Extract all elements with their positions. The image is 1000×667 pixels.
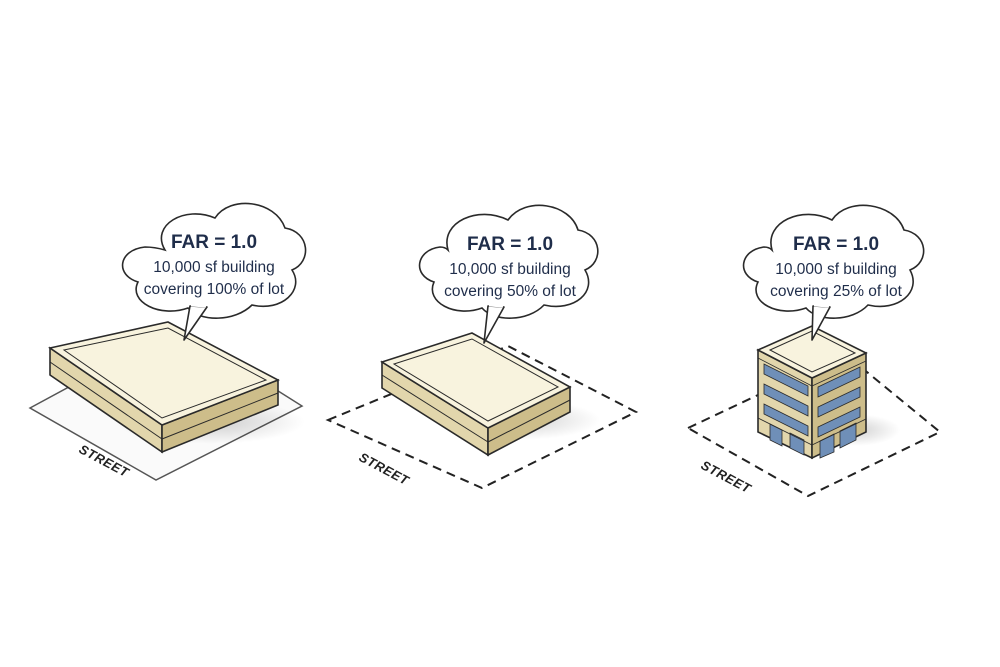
panel-50-percent: STREET FAR = 1.0 10,000 sf building cove… <box>325 204 639 490</box>
office-building <box>756 325 868 460</box>
coverage-text: covering 25% of lot <box>770 283 903 300</box>
building-slab <box>48 321 280 454</box>
bubble-cloud <box>418 204 599 319</box>
building-size-text: 10,000 sf building <box>449 261 571 278</box>
bubble-cloud <box>742 204 925 319</box>
coverage-text: covering 50% of lot <box>444 283 577 300</box>
lot-outline <box>325 344 639 490</box>
building-size-text: 10,000 sf building <box>153 259 275 276</box>
panel-25-percent: STREET FAR = 1.0 10,000 sf building cove… <box>685 204 942 498</box>
panel-100-percent: STREET FAR = 1.0 10,000 sf building cove… <box>28 202 307 481</box>
far-title: FAR = 1.0 <box>467 234 553 255</box>
building-size-text: 10,000 sf building <box>775 261 897 278</box>
coverage-text: covering 100% of lot <box>144 281 285 298</box>
bubble-tail <box>483 305 505 344</box>
right-windows <box>817 366 861 459</box>
left-windows <box>763 363 809 456</box>
street-label: STREET <box>357 449 412 488</box>
speech-bubble: FAR = 1.0 10,000 sf building covering 50… <box>418 204 599 344</box>
speech-bubble: FAR = 1.0 10,000 sf building covering 10… <box>121 202 307 341</box>
far-title: FAR = 1.0 <box>171 232 257 253</box>
bubble-tail <box>183 305 208 341</box>
bubble-cloud <box>121 202 307 319</box>
building-slab <box>380 332 572 457</box>
roof <box>756 325 868 379</box>
far-title: FAR = 1.0 <box>793 234 879 255</box>
street-label: STREET <box>699 457 754 496</box>
roof <box>48 321 280 426</box>
speech-bubble: FAR = 1.0 10,000 sf building covering 25… <box>742 204 925 341</box>
